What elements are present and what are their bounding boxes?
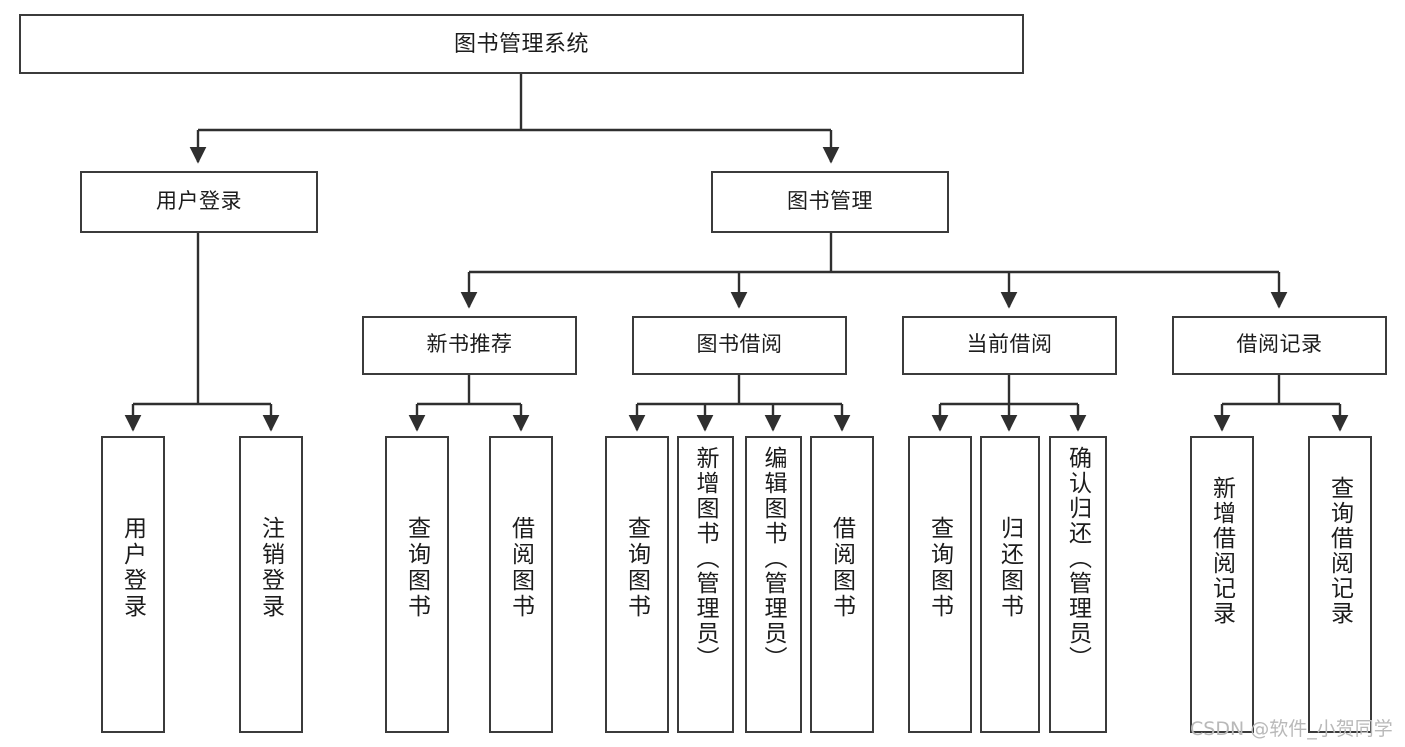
node-user-login-label: 用户登录 [156,189,242,213]
leaf-edit-book-admin-label: 编辑图书（管理员） [761,446,787,671]
node-new-book-recommend[interactable]: 新书推荐 [362,316,577,375]
leaf-query-book-recommend[interactable]: 查询图书 [385,436,449,733]
watermark: CSDN @软件_小贺同学 [1190,718,1393,740]
leaf-return-book[interactable]: 归还图书 [980,436,1040,733]
leaf-user-login[interactable]: 用户登录 [101,436,165,733]
leaf-borrow-book-recommend[interactable]: 借阅图书 [489,436,553,733]
leaf-borrow-book-recommend-label: 借阅图书 [508,516,535,620]
node-book-management[interactable]: 图书管理 [711,171,949,233]
leaf-add-borrow-record-label: 新增借阅记录 [1209,476,1236,626]
leaf-query-borrow-record-label: 查询借阅记录 [1327,476,1354,626]
leaf-query-book-current[interactable]: 查询图书 [908,436,972,733]
leaf-return-book-label: 归还图书 [997,516,1024,620]
node-root-label: 图书管理系统 [453,31,589,57]
node-current-borrow-label: 当前借阅 [966,333,1053,357]
leaf-edit-book-admin[interactable]: 编辑图书（管理员） [745,436,802,733]
node-root[interactable]: 图书管理系统 [19,14,1024,74]
leaf-add-borrow-record[interactable]: 新增借阅记录 [1190,436,1254,733]
node-current-borrow[interactable]: 当前借阅 [902,316,1117,375]
leaf-query-book-borrow[interactable]: 查询图书 [605,436,669,733]
leaf-user-login-label: 用户登录 [120,516,147,620]
leaf-query-book-recommend-label: 查询图书 [404,516,431,620]
node-book-management-label: 图书管理 [787,189,873,213]
leaf-borrow-book-borrow-label: 借阅图书 [829,516,856,620]
node-borrow-record-label: 借阅记录 [1236,333,1323,357]
node-book-borrow-label: 图书借阅 [696,333,783,357]
leaf-add-book-admin[interactable]: 新增图书（管理员） [677,436,734,733]
node-borrow-record[interactable]: 借阅记录 [1172,316,1387,375]
leaf-user-logout[interactable]: 注销登录 [239,436,303,733]
leaf-query-borrow-record[interactable]: 查询借阅记录 [1308,436,1372,733]
node-new-book-recommend-label: 新书推荐 [426,333,513,357]
leaf-query-book-current-label: 查询图书 [927,516,954,620]
node-user-login[interactable]: 用户登录 [80,171,318,233]
node-book-borrow[interactable]: 图书借阅 [632,316,847,375]
leaf-borrow-book-borrow[interactable]: 借阅图书 [810,436,874,733]
leaf-add-book-admin-label: 新增图书（管理员） [693,446,719,671]
leaf-confirm-return-admin-label: 确认归还（管理员） [1065,446,1092,671]
leaf-user-logout-label: 注销登录 [258,516,285,620]
leaf-confirm-return-admin[interactable]: 确认归还（管理员） [1049,436,1107,733]
leaf-query-book-borrow-label: 查询图书 [624,516,651,620]
